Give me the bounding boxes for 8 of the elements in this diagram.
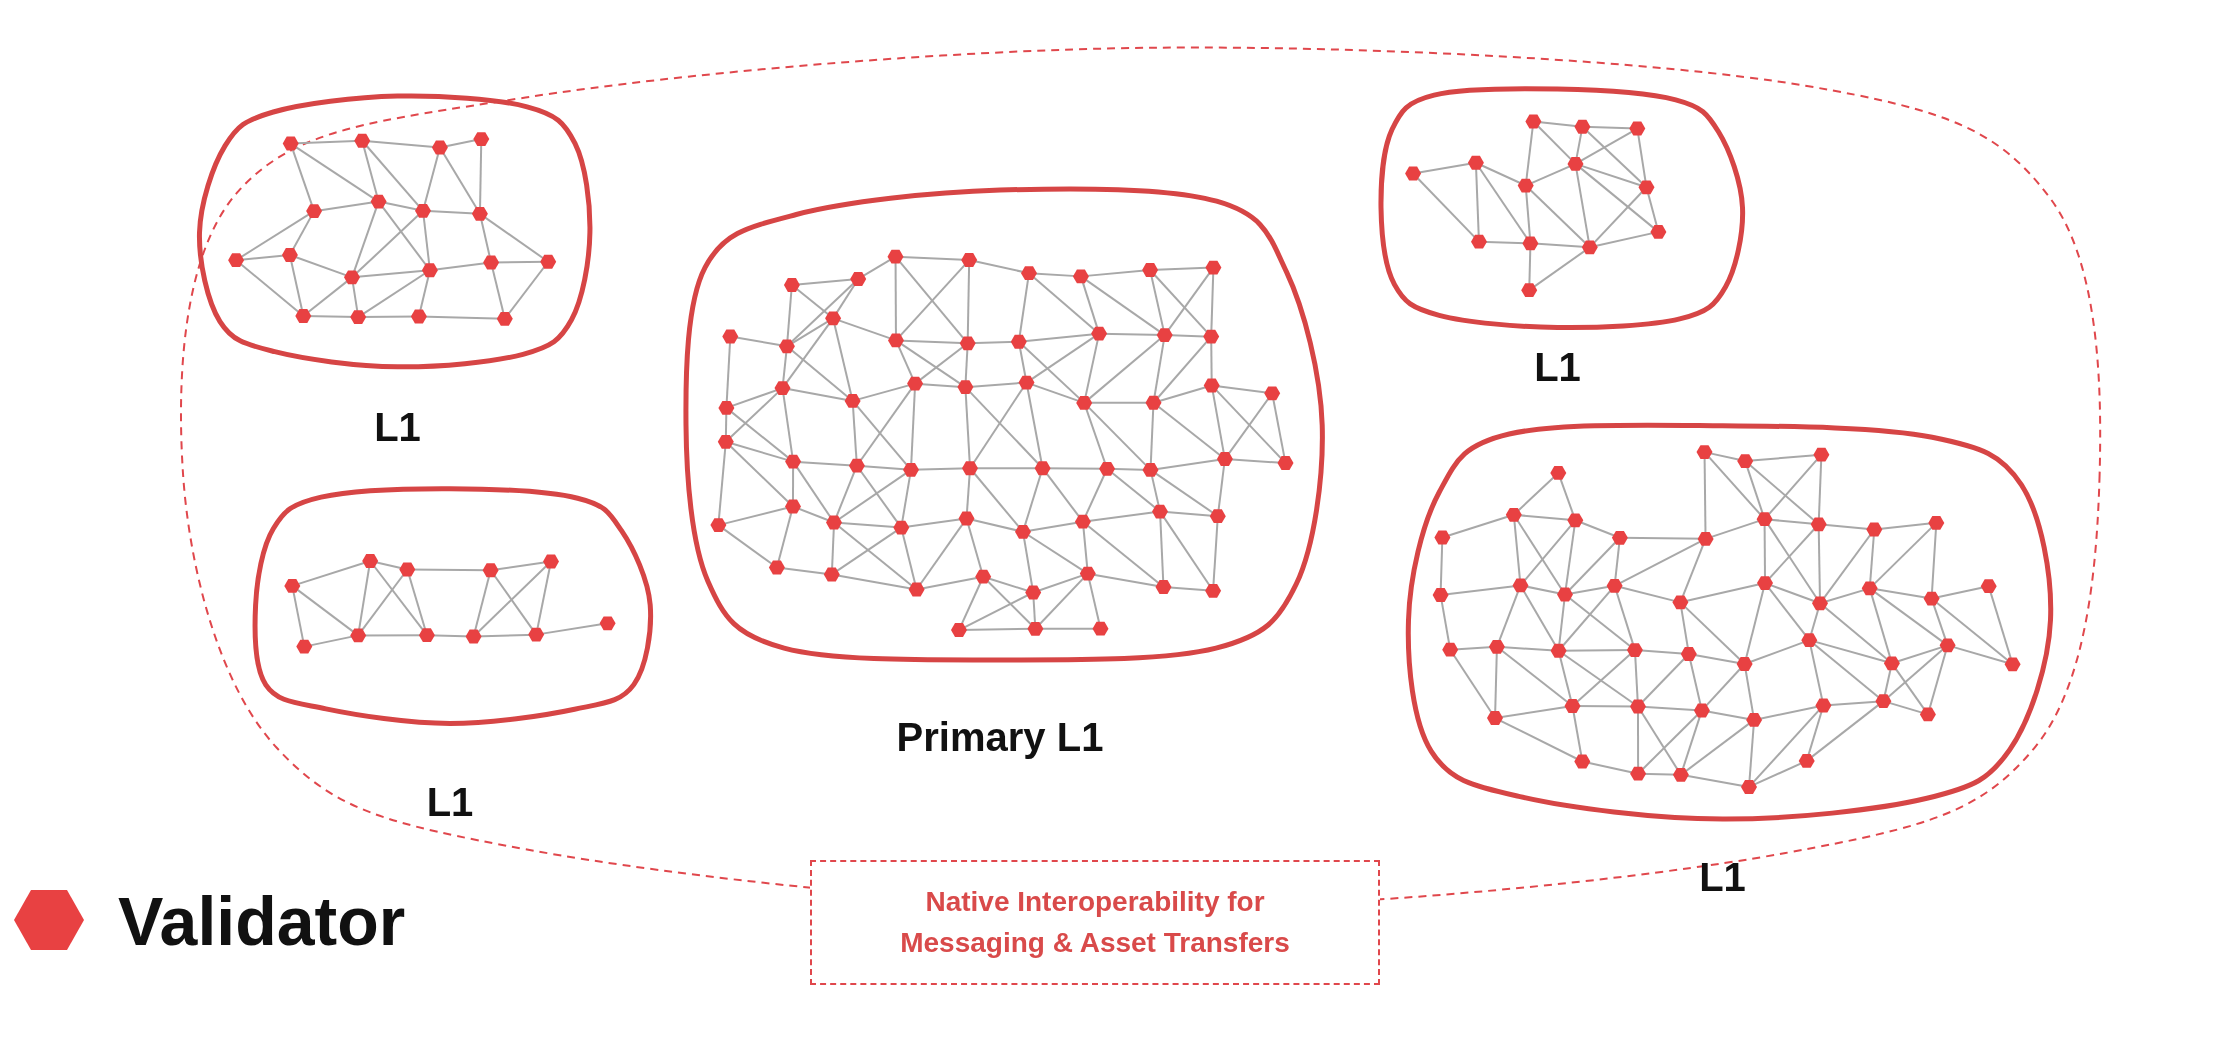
box-text: Native Interoperability for Messaging & Asset Transfers (899, 884, 1291, 960)
network-label: L1 (426, 780, 474, 825)
legend-label: Validator (118, 882, 406, 960)
dashed-text-box (810, 860, 1380, 985)
network-label: L1 (1534, 345, 1581, 390)
network-label: L1 (374, 405, 421, 450)
network-label: Primary L1 (896, 715, 1104, 760)
network-label: L1 (1699, 855, 1746, 900)
